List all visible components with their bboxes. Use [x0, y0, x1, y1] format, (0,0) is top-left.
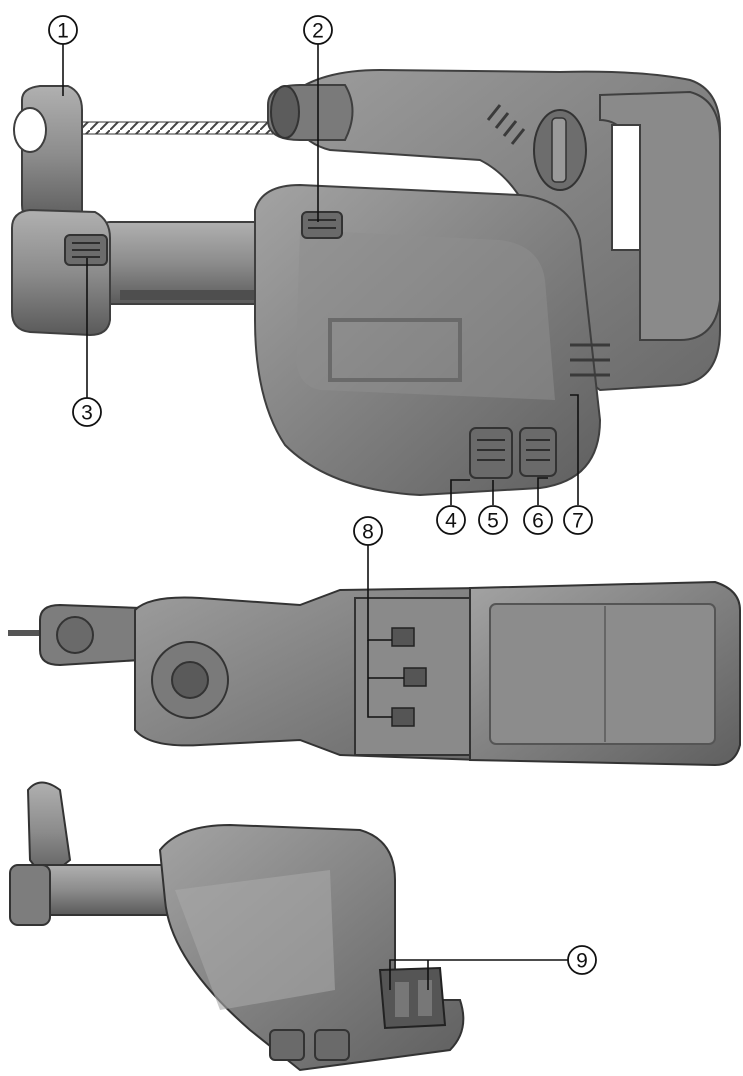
- callout-2: 2: [303, 15, 333, 45]
- middle-view-drill-top: [8, 580, 741, 767]
- callout-6-label: 6: [532, 510, 544, 533]
- side-ridges: [570, 343, 610, 377]
- unlocking-button: [301, 211, 343, 239]
- callout-4-label: 4: [445, 510, 457, 533]
- callout-1-label: 1: [57, 20, 69, 43]
- suction-head: [21, 85, 83, 227]
- suction-head-opening: [13, 107, 47, 153]
- cooling-vents: [486, 104, 526, 145]
- callout-7-label: 7: [572, 510, 584, 533]
- callout-2-label: 2: [312, 20, 324, 43]
- callout-9-label: 9: [576, 950, 588, 973]
- contact-slot-2: [403, 667, 427, 687]
- callout-6: 6: [523, 505, 553, 535]
- bottom-view-dust-module: [9, 781, 465, 1072]
- tube-front-collar: [11, 208, 111, 337]
- chuck-front: [270, 85, 300, 139]
- callout-1: 1: [48, 15, 78, 45]
- callout-8-label: 8: [362, 521, 374, 544]
- drill-bit: [69, 121, 296, 135]
- filter-release-button-right: [519, 427, 557, 477]
- callout-3-label: 3: [81, 402, 93, 425]
- bit-shaft: [8, 630, 48, 636]
- contact-slot-3: [391, 707, 415, 727]
- callout-7: 7: [563, 505, 593, 535]
- callout-4: 4: [436, 505, 466, 535]
- callout-5-label: 5: [487, 510, 499, 533]
- bottom-release-button: [269, 1029, 305, 1061]
- callout-9: 9: [567, 945, 597, 975]
- filter-release-button-left: [469, 427, 513, 479]
- contact-slot-1: [391, 627, 415, 647]
- callout-5: 5: [478, 505, 508, 535]
- callout-3: 3: [72, 397, 102, 427]
- leader-lines: [62, 44, 579, 990]
- callout-8: 8: [353, 516, 383, 546]
- top-view-drill-assembly: [11, 68, 721, 497]
